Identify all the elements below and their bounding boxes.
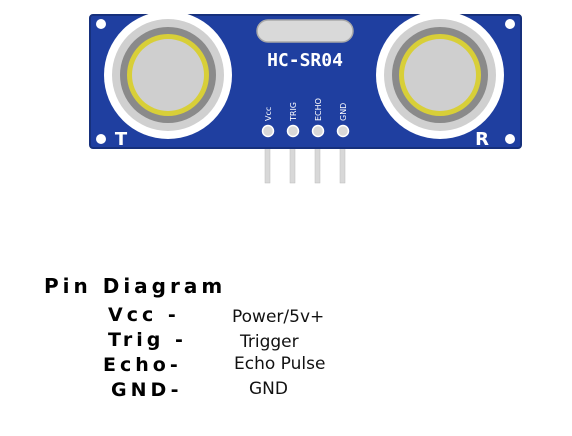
mount-hole-bottom-left — [96, 134, 106, 144]
mount-hole-bottom-right — [505, 134, 515, 144]
pin-pad-trig — [286, 124, 300, 138]
legend-pin-vcc: Vcc - — [108, 304, 180, 326]
pin-label-gnd: GND — [339, 103, 348, 121]
transmitter-transducer — [104, 11, 232, 139]
legend-desc-echo: Echo Pulse — [234, 354, 326, 374]
pin-pad-gnd — [336, 124, 350, 138]
pin-pad-echo — [311, 124, 325, 138]
receiver-mark: R — [475, 129, 489, 150]
legend-desc-trig: Trigger — [240, 332, 299, 352]
pin-diagram-title: Pin Diagram — [44, 274, 227, 298]
pin-label-vcc: Vcc — [264, 107, 273, 121]
transducer-core — [404, 39, 476, 111]
pin-pads — [261, 124, 350, 138]
pin-label-trig: TRIG — [289, 102, 298, 122]
legend-pin-echo: Echo- — [103, 354, 182, 376]
pin-pad-vcc — [261, 124, 275, 138]
receiver-transducer — [376, 11, 504, 139]
transducer-core — [132, 39, 204, 111]
mount-hole-top-right — [505, 19, 515, 29]
transmitter-mark: T — [115, 129, 128, 150]
legend-pin-gnd: GND- — [111, 379, 183, 401]
crystal-oscillator — [256, 19, 354, 43]
legend-desc-gnd: GND — [249, 379, 288, 399]
pin-silkscreen-labels: Vcc TRIG ECHO GND — [264, 98, 348, 122]
legend-pin-trig: Trig - — [108, 329, 187, 351]
pin-label-echo: ECHO — [314, 98, 323, 121]
module-name-label: HC-SR04 — [267, 50, 343, 71]
mounting-holes — [96, 19, 515, 144]
mount-hole-top-left — [96, 19, 106, 29]
legend-desc-vcc: Power/5v+ — [232, 307, 325, 327]
